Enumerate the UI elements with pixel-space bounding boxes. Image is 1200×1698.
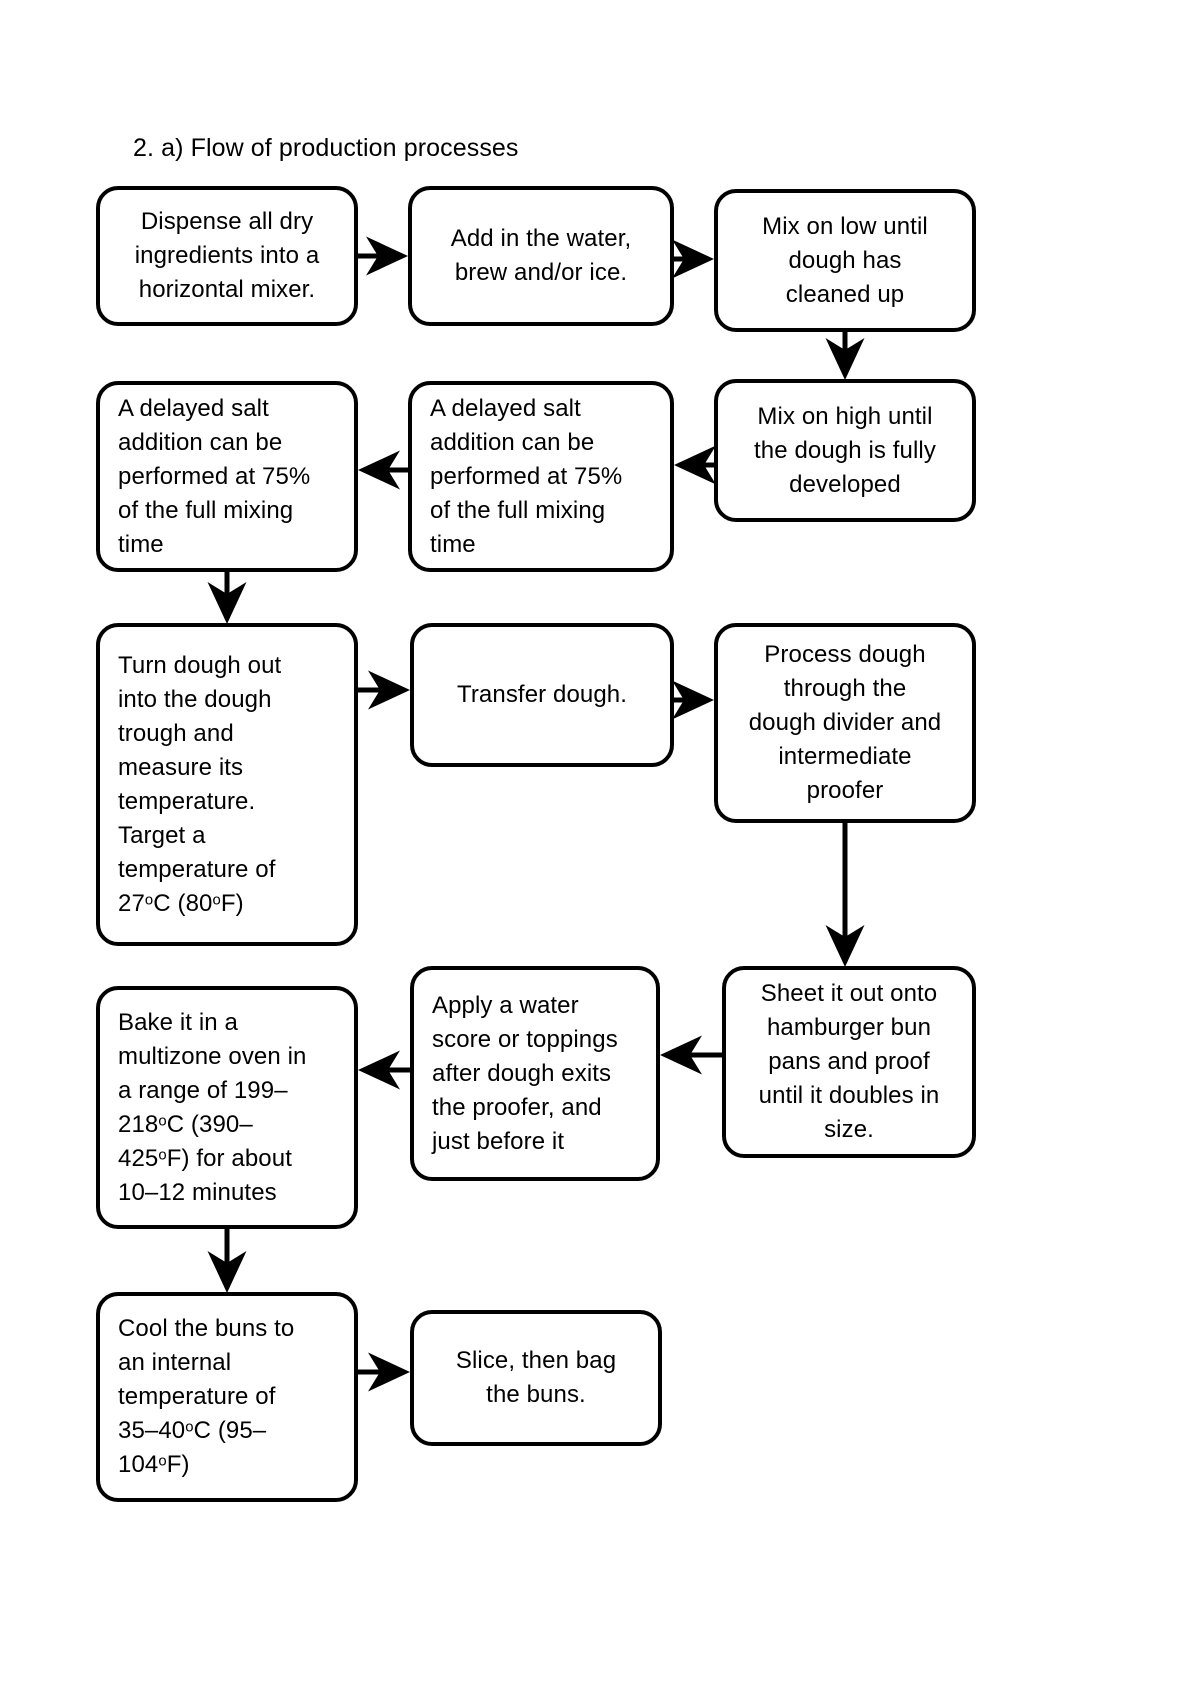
page-title: 2. a) Flow of production processes: [133, 134, 519, 162]
node-add-water-label: Add in the water,brew and/or ice.: [450, 225, 632, 286]
node-transfer-dough-label: Transfer dough.: [456, 681, 628, 708]
node-add-water[interactable]: Add in the water,brew and/or ice.: [408, 186, 674, 326]
node-transfer-dough[interactable]: Transfer dough.: [410, 623, 674, 767]
